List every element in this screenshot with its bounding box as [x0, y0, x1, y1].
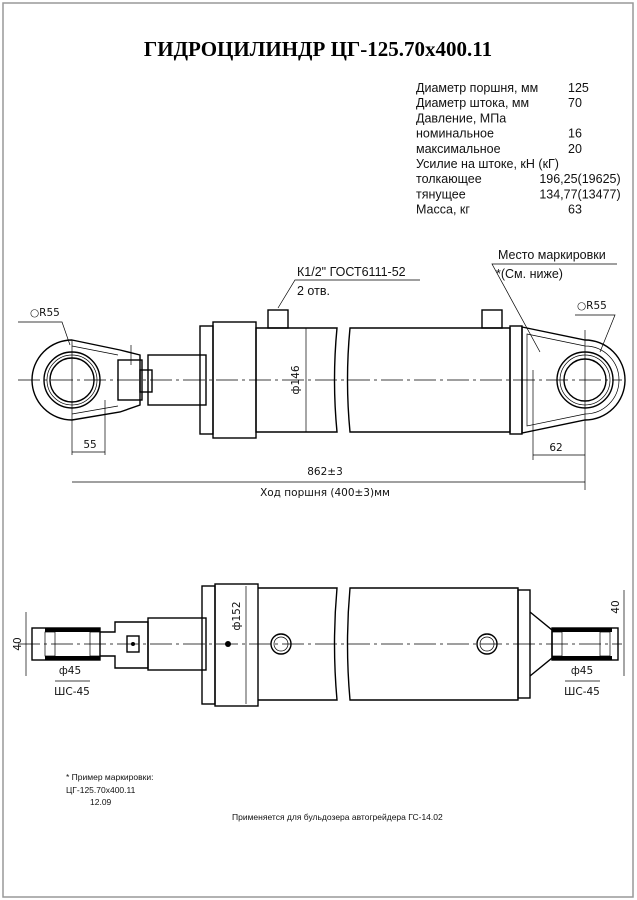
port-count-label: 2 отв.: [297, 284, 330, 298]
dim-eye-left: 55: [83, 439, 96, 451]
spec-label: толкающее: [416, 172, 482, 186]
cylinder-tube-left: [258, 587, 338, 701]
piston-rod: [147, 354, 207, 406]
port-right: [476, 633, 498, 655]
marking-example-date: 12.09: [90, 797, 112, 807]
side-view: ф146 55 62 862±3 Ход поршня (400±3)мм К1…: [18, 248, 626, 499]
drawing-title: ГИДРОЦИЛИНДР ЦГ-125.70х400.11: [144, 37, 492, 61]
dim-bearing-right: ШС-45: [564, 686, 600, 698]
spec-value: 125: [568, 81, 589, 95]
marking-example-title: * Пример маркировки:: [66, 772, 153, 782]
spec-label: максимальное: [416, 142, 501, 156]
dim-bore-left: ф45: [59, 665, 81, 677]
marking-place-label: Место маркировки: [498, 248, 606, 262]
cylinder-tube-left: [255, 327, 338, 433]
dim-bearing-left: ШС-45: [54, 686, 90, 698]
port-fitting-left: [267, 309, 289, 329]
marking-example-code: ЦГ-125.70х400.11: [66, 785, 136, 795]
spec-value: 70: [568, 96, 582, 110]
spec-value: 63: [568, 203, 582, 217]
right-rod-eye: [521, 326, 626, 490]
marking-ref-label: *(См. ниже): [496, 267, 563, 281]
spec-label: тянущее: [416, 187, 466, 201]
spec-label: Масса, кг: [416, 203, 470, 217]
dim-eye-right: 62: [549, 442, 562, 454]
cylinder-tube-right: [346, 327, 511, 433]
gland-collar: [214, 583, 259, 707]
top-view: ф152 40 40 ф45 ШС-45 ф45 ШС-45: [12, 583, 625, 707]
spec-label: Давление, МПа: [416, 111, 506, 125]
sphere-radius-left: ○R55: [30, 307, 60, 319]
application-note: Применяется для бульдозера автогрейдера …: [232, 812, 443, 822]
dim-bore-right: ф45: [571, 665, 593, 677]
spec-value: 196,25(19625): [539, 172, 620, 186]
spec-label: Усилие на штоке, кН (кГ): [416, 157, 559, 171]
cylinder-tube-right: [346, 587, 519, 701]
spec-value: 134,77(13477): [539, 187, 620, 201]
dim-overall-length: 862±3: [307, 466, 343, 478]
dim-width-right: 40: [610, 600, 622, 613]
spec-label: номинальное: [416, 127, 494, 141]
dim-collar-diameter: ф152: [231, 601, 243, 630]
port-thread-label: К1/2" ГОСТ6111-52: [297, 265, 406, 279]
spec-value: 16: [568, 127, 582, 141]
sphere-radius-right: ○R55: [577, 300, 607, 312]
dim-tube-diameter: ф146: [290, 365, 302, 394]
dim-piston-stroke: Ход поршня (400±3)мм: [260, 487, 390, 499]
spec-value: 20: [568, 142, 582, 156]
spec-label: Диаметр поршня, мм: [416, 81, 538, 95]
gland-flange: [201, 585, 216, 705]
port-left: [270, 633, 292, 655]
dim-width-left: 40: [12, 637, 24, 650]
port-fitting-right: [481, 309, 503, 329]
spec-label: Диаметр штока, мм: [416, 96, 529, 110]
piston-rod: [147, 617, 207, 671]
left-rod-eye: [31, 339, 153, 455]
rod-end-left: [100, 621, 149, 669]
